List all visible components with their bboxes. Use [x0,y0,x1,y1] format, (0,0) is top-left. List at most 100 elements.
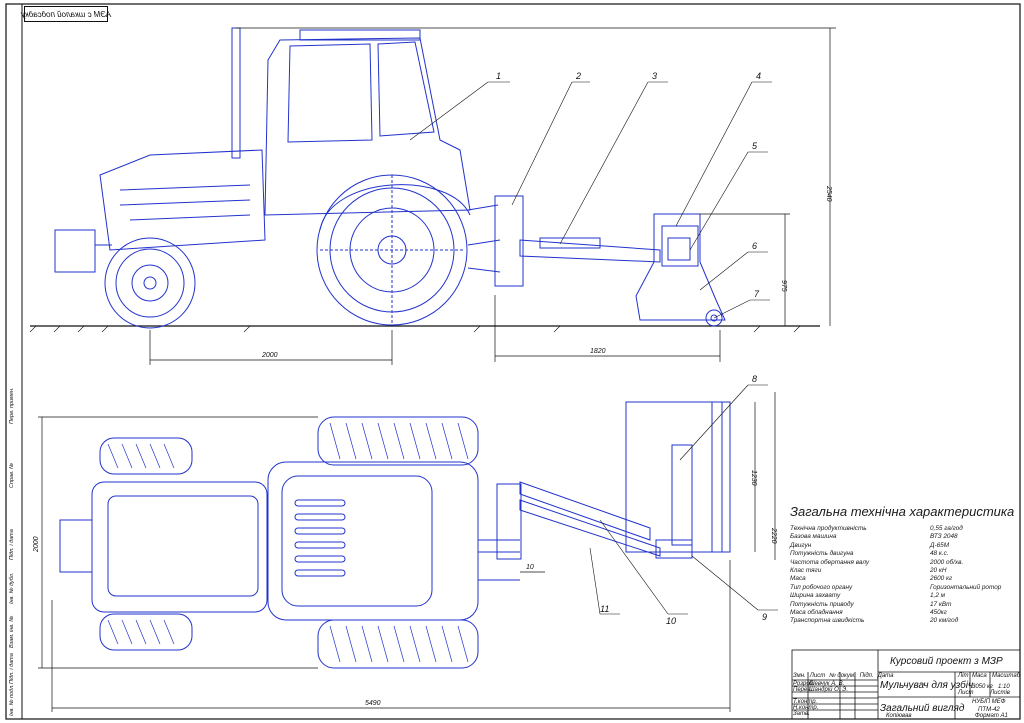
tb-row-label: Підп. [859,673,874,679]
tb-role: Н.контр. [793,705,819,711]
dim-total-length: 5490 [365,700,381,707]
callout-4: 4 [756,71,761,81]
tb-row-labels: Змн. Лист № докум. Підп. Дата [793,673,893,679]
callout-10: 10 [666,616,676,626]
tb-code: ПТМ-42 [978,707,1000,713]
spec-value: 450кг [930,609,947,617]
spec-key: Ширина захвату [790,592,841,600]
tb-scale-label: Масштаб [992,673,1021,679]
tb-role: Перев. [793,687,813,693]
callout-11: 11 [600,604,609,614]
tb-row-label: № докум. [829,673,856,679]
tb-product: Мульчувач для узбіч [880,680,974,691]
callout-3: 3 [652,71,657,81]
tb-scale: 1:10 [998,684,1010,690]
tb-name: Шевчук А. В. [809,681,845,687]
spec-row: Клас тяги 20 кН [790,567,1020,575]
spec-value: 20 кН [930,567,947,575]
spec-value: 2600 кг [930,575,953,583]
spec-value: 20 км/год [930,617,959,625]
top-view [59,401,731,669]
spec-key: Маса [790,575,806,583]
tb-row-label: Лист [809,673,826,679]
tb-sheet-label: Лист [958,690,974,696]
spec-key: Частота обертання валу [790,558,870,566]
spec-value: ВТЗ 2048 [930,533,958,541]
margin-label: Перв. примен. [9,387,15,424]
callout-7: 7 [754,289,760,299]
tb-copied: Копіював [886,713,912,719]
dim-small-gap: 10 [526,564,534,571]
callout-1: 1 [496,71,501,81]
callout-6: 6 [752,241,757,251]
tb-format: Формат А1 [975,713,1008,719]
spec-value: 0,55 га/год [930,525,963,532]
margin-label: Інв. № подл. [9,684,15,716]
spec-value: Д-65М [930,541,950,549]
tb-row-label: Змн. [793,673,806,679]
spec-value: 1,2 м [930,592,946,600]
spec-key: Клас тяги [790,567,822,575]
margin-label: Інв. № дубл. [9,572,15,604]
spec-value: Горизонтальний ротор [930,583,1002,591]
spec-key: Тип робочого органу [790,583,853,591]
dim-implement-width: 1230 [750,470,757,486]
side-view [29,27,820,333]
margin-label: Підп. і дата [9,529,15,560]
spec-row: Технічна продуктивність 0,55 га/год [790,525,1020,533]
spec-key: Транспортна швидкість [790,617,865,625]
side-dimensions [149,27,836,365]
spec-row: Частота обертання валу 2000 об/хв. [790,559,1020,567]
spec-key: Базова машина [790,533,837,541]
callout-2: 2 [575,71,581,81]
margin-label: Справ. № [9,463,15,488]
callout-9: 9 [762,612,767,622]
spec-row: Базова машина ВТЗ 2048 [790,533,1020,541]
tb-mass-label: Маса [972,673,987,679]
tb-lit-label: Літ [958,673,969,679]
stamp-box: АЭМ с шкалой подсадку [21,6,111,22]
callout-5: 5 [752,141,758,151]
spec-value: 17 кВт [930,600,952,608]
margin-label: Підп. і дата [9,653,15,684]
spec-row: Ширина захвату 1,2 м [790,592,1020,600]
spec-title: Загальна технічна характеристика [790,504,1015,519]
leader-lines [409,81,778,615]
spec-key: Двигун [790,541,812,549]
top-dimensions [38,392,776,712]
margin-label: Взам. інв. № [9,615,15,648]
dim-hitch-height: 975 [780,280,787,292]
spec-key: Технічна продуктивність [790,525,867,532]
spec-panel: Загальна технічна характеристика Технічн… [790,504,1020,626]
spec-value: 48 к.с. [930,550,949,558]
tb-name: Шандрій О. Э. [809,687,848,693]
callout-8: 8 [752,374,757,384]
dim-working-span: 2220 [770,527,777,544]
tb-org: НУБІП МЕФ [972,699,1006,705]
tb-role: Затв. [793,711,810,717]
tb-sheets-label: Листів [990,690,1010,696]
spec-row: Маса 2600 кг [790,575,1020,583]
spec-key: Потужність двигуна [790,550,854,558]
spec-value: 2000 об/хв. [930,558,964,566]
spec-row: Тип робочого органу Горизонтальний ротор [790,584,1020,592]
dim-wheelbase: 2000 [261,352,278,359]
tb-role: Розроб. [793,681,815,687]
tb-row-label: Дата [877,673,894,679]
dim-total-height: 2540 [825,185,832,202]
tb-view: Загальний вигляд [880,703,965,714]
dim-tractor-width: 2000 [33,536,40,553]
spec-row: Транспортна швидкість 20 км/год [790,617,1020,625]
spec-row: Двигун Д-65М [790,542,1020,550]
spec-row: Потужність двигуна 48 к.с. [790,550,1020,558]
tb-role: Т.контр. [793,699,818,705]
dim-implement-offset: 1820 [590,348,606,355]
tb-project: Курсовий проект з МЗР [890,656,1003,667]
title-block [791,649,1021,720]
tb-mass: 3050 кг [972,684,993,690]
stamp-text: АЭМ с шкалой подсадку [21,9,111,19]
